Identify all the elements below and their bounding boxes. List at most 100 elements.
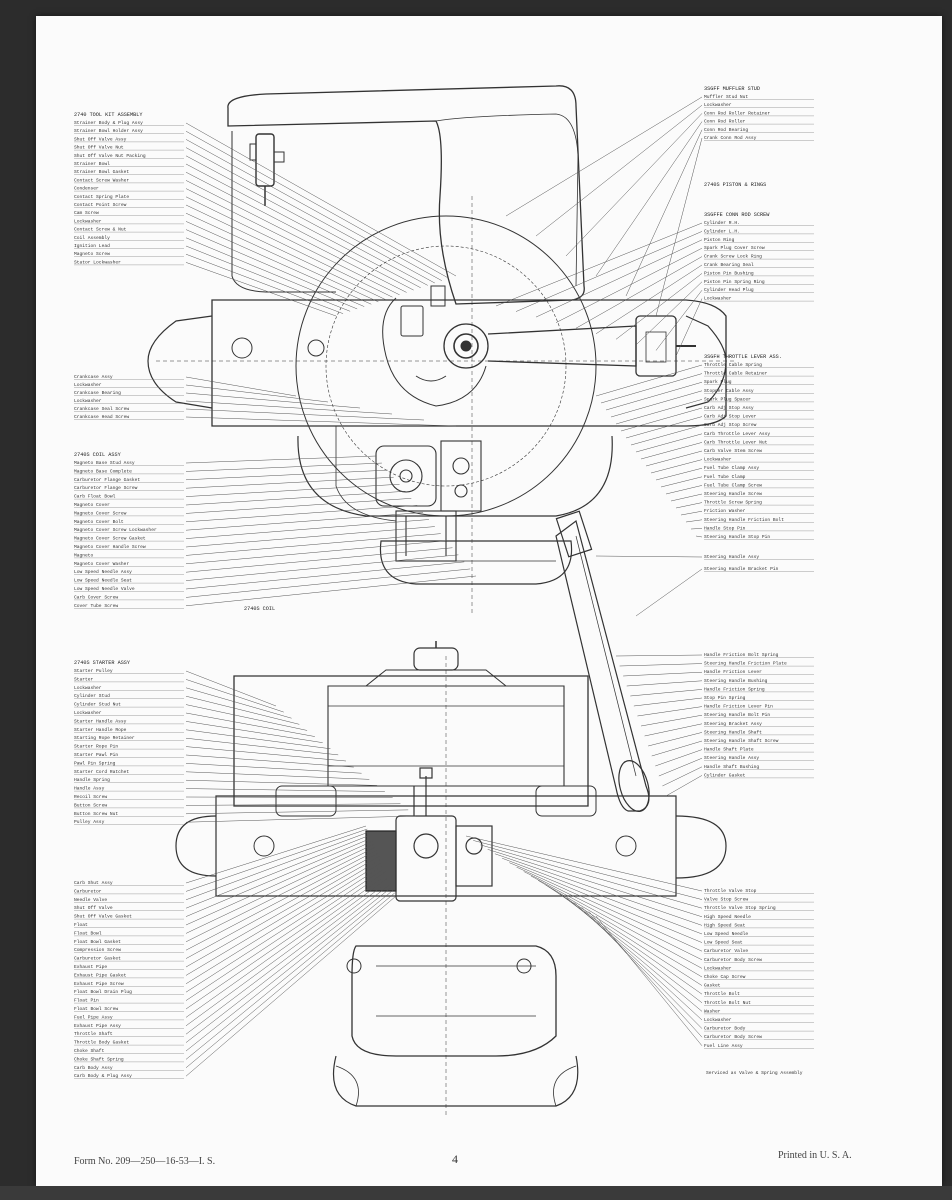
leader-line [185, 877, 389, 1027]
leader-line [665, 775, 703, 797]
part-label: Crankcase Bearing [74, 390, 121, 396]
part-label: Shut Off Valve Nut Packing [74, 153, 146, 159]
leader-line [658, 757, 703, 777]
leader-line [595, 264, 703, 334]
leader-line [648, 732, 703, 747]
part-label: Contact Point Screw [74, 202, 127, 208]
leader-line [615, 399, 703, 425]
part-label: Magneto Base Complete [74, 468, 132, 474]
leader-line [185, 155, 428, 286]
part-label: Throttle Valve Stop [704, 888, 757, 894]
part-label: Button Screw [74, 802, 107, 808]
part-label: Float Pin [74, 998, 99, 1004]
part-label: Fuel Line Assy [704, 1043, 743, 1049]
magneto-parts [382, 285, 487, 407]
part-label: Carburetor Body Screw [704, 957, 762, 963]
leader-line [185, 687, 292, 719]
part-label: Washer [704, 1008, 721, 1014]
leader-line [655, 290, 703, 351]
top-cap [364, 641, 508, 687]
leader-line [185, 850, 377, 951]
part-label: Magneto Base Stud Assy [74, 460, 135, 466]
part-label: Steering Handle Assy [704, 755, 759, 761]
leader-line [610, 390, 703, 418]
part-label: Exhaust Pipe [74, 964, 107, 970]
part-label: Starting Rope Retainer [74, 735, 135, 741]
leader-line [480, 844, 703, 909]
leader-line [650, 459, 703, 474]
part-label: Magneto Cover Bolt [74, 519, 124, 525]
part-label: Throttle Valve Stop Spring [704, 905, 776, 911]
leader-line [595, 915, 703, 1046]
part-label: High Speed Seat [704, 922, 746, 928]
part-label: Strainer Bowl Gasket [74, 169, 129, 175]
leader-line [505, 96, 703, 217]
part-label: Starter Handle Rope [74, 727, 127, 733]
stamp-label: 2740S COIL [244, 606, 275, 612]
leader-line [185, 547, 453, 573]
leader-line [555, 247, 703, 323]
leader-line [185, 245, 351, 312]
leader-line [185, 575, 477, 607]
part-label: Carb Valve Stem Screw [704, 448, 762, 454]
part-label: Needle Valve [74, 897, 107, 903]
leader-line [185, 840, 373, 926]
part-label: Lockwasher [704, 457, 732, 463]
part-label: Strainer Bowl [74, 161, 110, 167]
part-label: Carburetor Flange Gasket [74, 477, 140, 483]
leader-line [487, 849, 703, 918]
part-label: Handle Friction Lever [704, 669, 762, 675]
part-label: Spark Plug Cover Screw [704, 245, 765, 251]
part-label: Lockwasher [704, 102, 732, 108]
leader-line [635, 433, 703, 453]
part-label: Magneto Screw [74, 251, 110, 257]
part-label: Strainer Body & Plug Assy [74, 120, 143, 126]
leader-line [185, 204, 386, 300]
part-label: Conn Rod Roller Retainer [704, 110, 770, 116]
part-label: Starter Pawl Pin [74, 752, 118, 758]
part-label: Carb Body & Plug Assy [74, 1073, 132, 1079]
leader-line [185, 392, 361, 409]
leader-line [185, 892, 395, 1068]
part-label: Low Speed Needle Seat [74, 578, 132, 584]
part-label: Contact Spring Plate [74, 194, 129, 200]
part-label: Throttle Cable Spring [704, 362, 762, 368]
leader-line [515, 231, 703, 312]
leader-line [185, 712, 315, 737]
leader-line [185, 895, 397, 1077]
leader-line [630, 689, 703, 697]
leader-line [588, 911, 703, 1038]
part-label: Handle Friction Spring [704, 686, 765, 692]
part-label: Strainer Bowl Holder Assy [74, 128, 143, 134]
part-label: Low Speed Needle [704, 931, 748, 937]
leader-line [695, 535, 703, 538]
leader-line [619, 663, 703, 667]
part-label: Magneto Cover Washer [74, 561, 129, 567]
part-label: Steering Bracket Assy [704, 721, 762, 727]
leader-line [185, 462, 382, 472]
leader-line [185, 130, 450, 279]
leader-line [651, 740, 703, 757]
leader-line [185, 408, 425, 421]
piston-header: 2740S PISTON & RINGS [704, 182, 766, 188]
part-label: Lockwasher [74, 685, 102, 691]
part-label: Exhaust Pipe Screw [74, 981, 124, 987]
part-label: Carb Cover Screw [74, 594, 118, 600]
part-label: Carburetor Body Screw [704, 1034, 762, 1040]
leader-line [665, 485, 703, 495]
leader-line [473, 840, 703, 900]
part-label: Low Speed Seat [704, 940, 743, 946]
leader-line [185, 262, 337, 317]
leader-line [185, 754, 354, 768]
part-label: Crank Conn Rod Assy [704, 135, 757, 141]
leader-line [185, 229, 365, 307]
part-label: Carb Body Assy [74, 1065, 113, 1071]
part-label: Crank Bearing Seal [704, 262, 754, 268]
part-label: Crankcase Head Screw [74, 414, 129, 420]
leader-line [185, 856, 380, 968]
leader-line [655, 137, 703, 317]
part-label: Contact Screw Washer [74, 177, 129, 183]
part-label: Carb Adj Stop Assy [704, 405, 754, 411]
throttle-header: 3SGFH THROTTLE LEVER ASS. [704, 354, 782, 360]
leader-line [185, 771, 370, 780]
